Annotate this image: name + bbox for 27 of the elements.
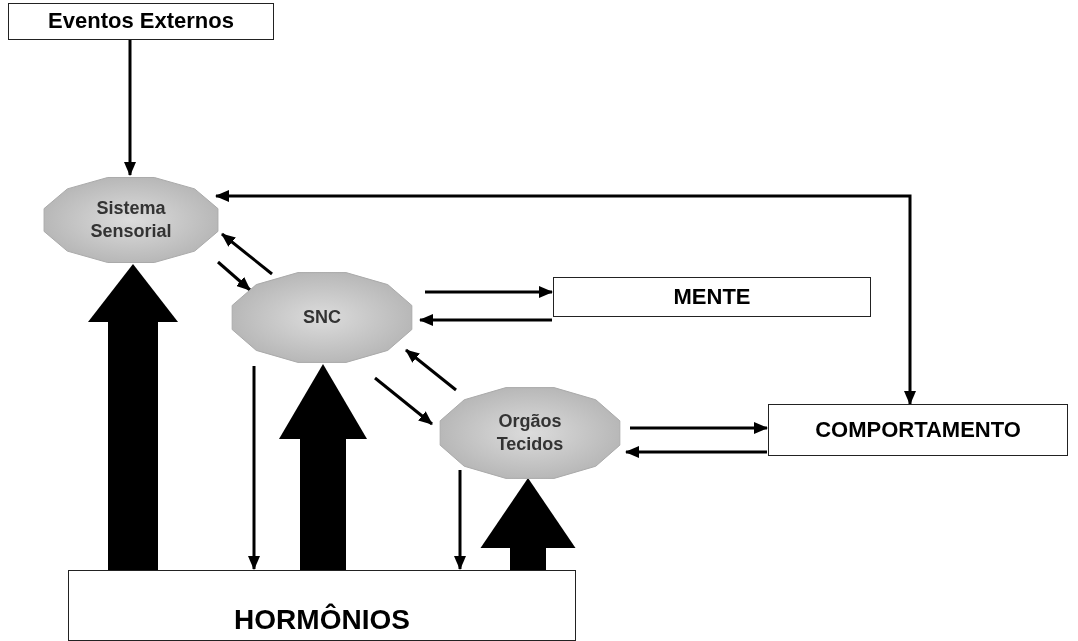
arrow [425,286,553,298]
node-label: SNC [303,305,341,329]
arrow [625,446,767,458]
node-label: Sistema Sensorial [89,196,173,243]
arrow [217,260,251,292]
arrow [215,190,916,405]
label-box [553,277,871,317]
node-label: HORMÔNIOS [234,602,410,637]
block-arrow [279,364,367,570]
arrow [630,422,768,434]
block-arrow [88,264,178,570]
arrow [405,348,457,392]
arrow [419,314,552,326]
node-label: Eventos Externos [48,7,234,36]
label-box [68,570,576,641]
arrow [124,40,136,176]
node-label: MENTE [673,282,751,311]
dodecagon-node [40,175,222,265]
node-label: COMPORTAMENTO [815,415,1021,444]
label-box [768,404,1068,456]
arrow [248,366,260,570]
arrow [374,376,433,426]
arrow [454,470,466,570]
node-label: Orgãos Tecidos [495,409,565,456]
label-box [8,3,274,40]
block-arrow [480,478,576,570]
arrow [221,232,273,276]
